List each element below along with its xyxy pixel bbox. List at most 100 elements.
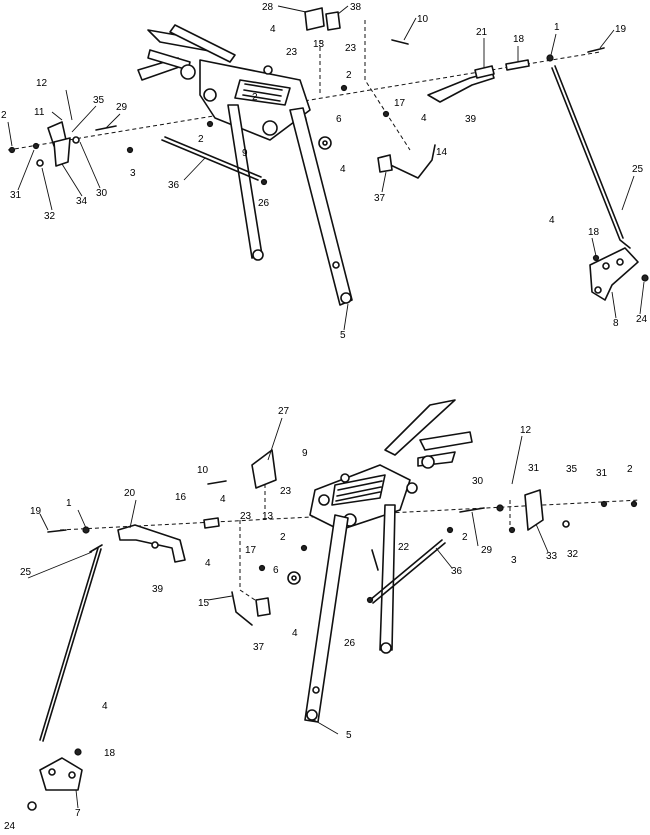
callout: 36 (451, 566, 463, 577)
callout: 2 (198, 134, 204, 145)
leader-lines (7, 5, 645, 809)
callout: 9 (242, 148, 248, 159)
top-bracket-28 (304, 7, 325, 31)
callout: 20 (124, 488, 136, 499)
callout: 2 (280, 532, 286, 543)
bottom-callouts: 27 12 9 10 31 35 4 30 31 2 20 23 23 13 1… (4, 406, 633, 832)
top-bracket-34 (53, 137, 71, 167)
top-clamp-37 (377, 154, 393, 173)
callout: 35 (93, 95, 105, 106)
callout: 2 (1, 110, 7, 121)
callout: 5 (340, 330, 346, 341)
callout: 23 (240, 511, 252, 522)
bottom-rod-36 (369, 539, 443, 601)
bottom-part-16 (203, 517, 220, 529)
callout: 32 (44, 211, 56, 222)
callout: 1 (66, 498, 72, 509)
callout: 17 (394, 98, 406, 109)
callout: 4 (205, 558, 211, 569)
callout: 27 (278, 406, 290, 417)
top-bar-5 (289, 107, 353, 306)
callout: 10 (197, 465, 209, 476)
callout: 26 (344, 638, 356, 649)
callout: 38 (350, 2, 362, 13)
callout: 2 (346, 70, 352, 81)
callout: 8 (613, 318, 619, 329)
callout: 26 (258, 198, 270, 209)
bottom-lever-20 (117, 524, 186, 563)
bottom-bar-5 (304, 514, 349, 723)
top-bracket-8 (589, 247, 639, 301)
callout: 37 (374, 193, 386, 204)
callout: 4 (549, 215, 555, 226)
callout: 2 (252, 92, 258, 103)
callout: 21 (476, 27, 488, 38)
callout: 19 (615, 24, 627, 35)
top-bracket-38 (325, 11, 341, 31)
callout: 9 (302, 448, 308, 459)
callout: 4 (421, 113, 427, 124)
bottom-spring-29 (459, 507, 485, 513)
callout: 23 (286, 47, 298, 58)
callout: 24 (636, 314, 648, 325)
top-spring-29 (95, 125, 117, 131)
callout: 39 (465, 114, 477, 125)
callout: 2 (627, 464, 633, 475)
callout: 24 (4, 821, 16, 832)
top-rod-25 (551, 67, 631, 249)
callout: 31 (528, 463, 540, 474)
top-part-18 (505, 59, 530, 71)
top-rod-36 (161, 139, 259, 181)
callout: 13 (313, 39, 325, 50)
callout: 32 (567, 549, 579, 560)
callout: 5 (346, 730, 352, 741)
callout: 33 (546, 551, 558, 562)
callout: 12 (520, 425, 532, 436)
callout: 29 (116, 102, 128, 113)
callout: 18 (513, 34, 525, 45)
bottom-rod-15 (231, 591, 253, 626)
callout: 18 (588, 227, 600, 238)
top-pin-10 (391, 39, 409, 45)
callout: 2 (462, 532, 468, 543)
callout: 11 (34, 107, 45, 118)
top-assembly (7, 7, 649, 306)
callout: 28 (262, 2, 274, 13)
bottom-pin-19 (47, 529, 67, 533)
callout: 25 (632, 164, 644, 175)
bottom-bracket-27 (251, 449, 277, 489)
callout: 19 (30, 506, 42, 517)
callout: 4 (292, 628, 298, 639)
bottom-spring-22 (371, 549, 379, 571)
callout: 4 (102, 701, 108, 712)
bottom-rod-25 (39, 547, 99, 741)
callout: 34 (76, 196, 88, 207)
callout: 13 (262, 511, 274, 522)
callout: 31 (10, 190, 22, 201)
callout: 39 (152, 584, 164, 595)
bottom-clamp-37 (255, 597, 271, 617)
top-lever-39 (427, 71, 495, 103)
top-dash-guides (319, 20, 411, 151)
callout: 4 (220, 494, 226, 505)
bottom-bracket-33 (524, 489, 544, 531)
bottom-bracket-7 (39, 757, 83, 791)
callout: 35 (566, 464, 578, 475)
callout: 30 (472, 476, 484, 487)
top-callouts: 28 38 10 4 13 23 23 1 19 21 18 2 12 35 1… (1, 2, 648, 341)
callout: 25 (20, 567, 32, 578)
callout: 3 (511, 555, 517, 566)
callout: 1 (554, 22, 560, 33)
callout: 30 (96, 188, 108, 199)
callout: 15 (198, 598, 210, 609)
callout: 6 (336, 114, 342, 125)
callout: 31 (596, 468, 608, 479)
bottom-assembly (27, 399, 641, 811)
callout: 7 (75, 808, 81, 819)
callout: 36 (168, 180, 180, 191)
top-axis-line (7, 51, 601, 151)
callout: 23 (280, 486, 292, 497)
callout: 10 (417, 14, 429, 25)
callout: 6 (273, 565, 279, 576)
